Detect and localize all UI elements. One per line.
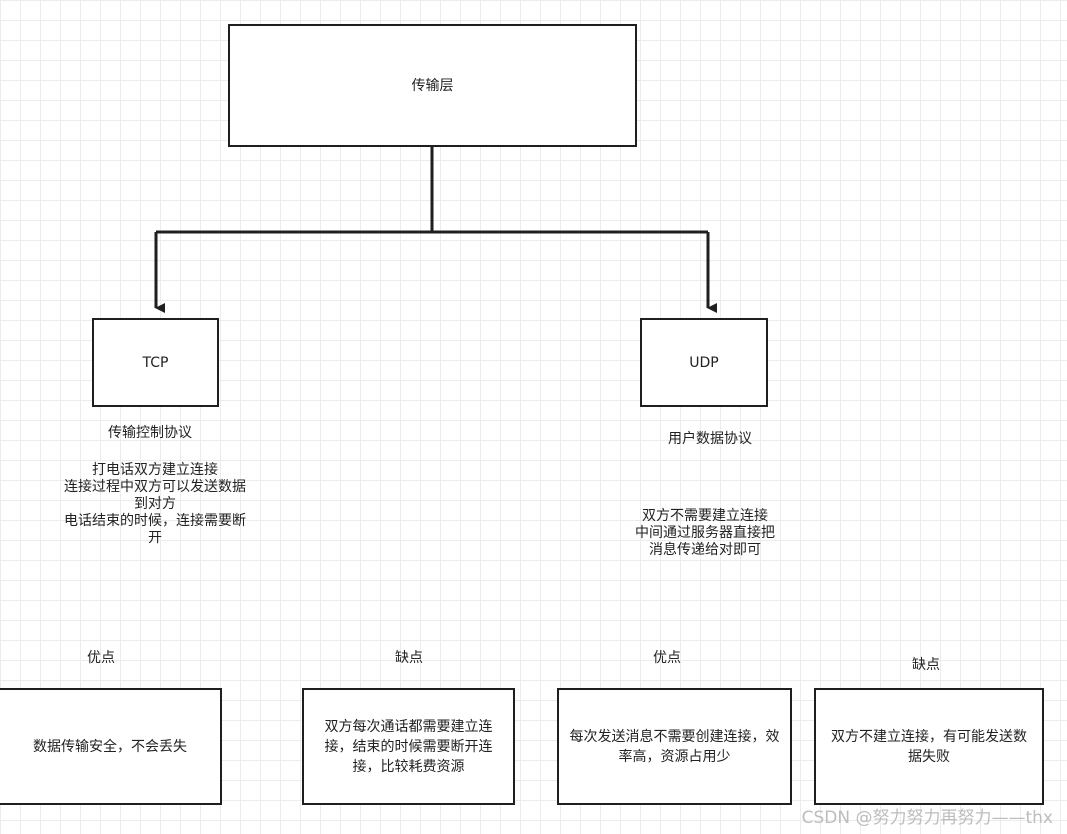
tcp-description-line: 电话结束的时候，连接需要断 <box>64 513 246 529</box>
tcp-pros-heading: 优点 <box>87 650 115 666</box>
tcp-pros-box: 数据传输安全，不会丢失 <box>0 688 222 805</box>
tcp-description-line: 连接过程中双方可以发送数据 <box>64 479 246 495</box>
tcp-title: 传输控制协议 <box>108 425 192 441</box>
tcp-label: TCP <box>142 354 169 371</box>
tcp-node: TCP <box>92 318 219 407</box>
tcp-cons-box: 双方每次通话都需要建立连接，结束的时候需要断开连接，比较耗费资源 <box>302 688 515 805</box>
udp-label: UDP <box>689 354 719 371</box>
udp-cons-heading: 缺点 <box>912 657 940 673</box>
tcp-description-line: 开 <box>148 530 162 546</box>
tcp-description-line: 打电话双方建立连接 <box>92 462 218 478</box>
tcp-description: 打电话双方建立连接 连接过程中双方可以发送数据 到对方 电话结束的时候，连接需要… <box>40 462 270 547</box>
tcp-description-line: 到对方 <box>134 496 176 512</box>
udp-description-line: 消息传递给对即可 <box>649 542 761 558</box>
udp-cons-box: 双方不建立连接，有可能发送数据失败 <box>814 688 1044 805</box>
tcp-cons-text: 双方每次通话都需要建立连接，结束的时候需要断开连接，比较耗费资源 <box>324 718 493 775</box>
udp-description-line: 双方不需要建立连接 <box>642 508 768 524</box>
transport-layer-label: 传输层 <box>411 77 454 94</box>
udp-cons-text: 双方不建立连接，有可能发送数据失败 <box>831 728 1027 765</box>
csdn-watermark: CSDN @努力努力再努力——thx <box>801 808 1053 828</box>
udp-description: 双方不需要建立连接 中间通过服务器直接把 消息传递给对即可 <box>600 508 810 559</box>
transport-layer-node: 传输层 <box>228 24 637 147</box>
tcp-cons-heading: 缺点 <box>395 650 423 666</box>
udp-node: UDP <box>640 318 768 407</box>
udp-pros-heading: 优点 <box>653 650 681 666</box>
udp-description-line: 中间通过服务器直接把 <box>635 525 775 541</box>
udp-pros-box: 每次发送消息不需要创建连接，效率高，资源占用少 <box>557 688 792 805</box>
udp-title: 用户数据协议 <box>668 431 752 447</box>
udp-pros-text: 每次发送消息不需要创建连接，效率高，资源占用少 <box>569 728 780 765</box>
tcp-pros-text: 数据传输安全，不会丢失 <box>33 738 187 755</box>
